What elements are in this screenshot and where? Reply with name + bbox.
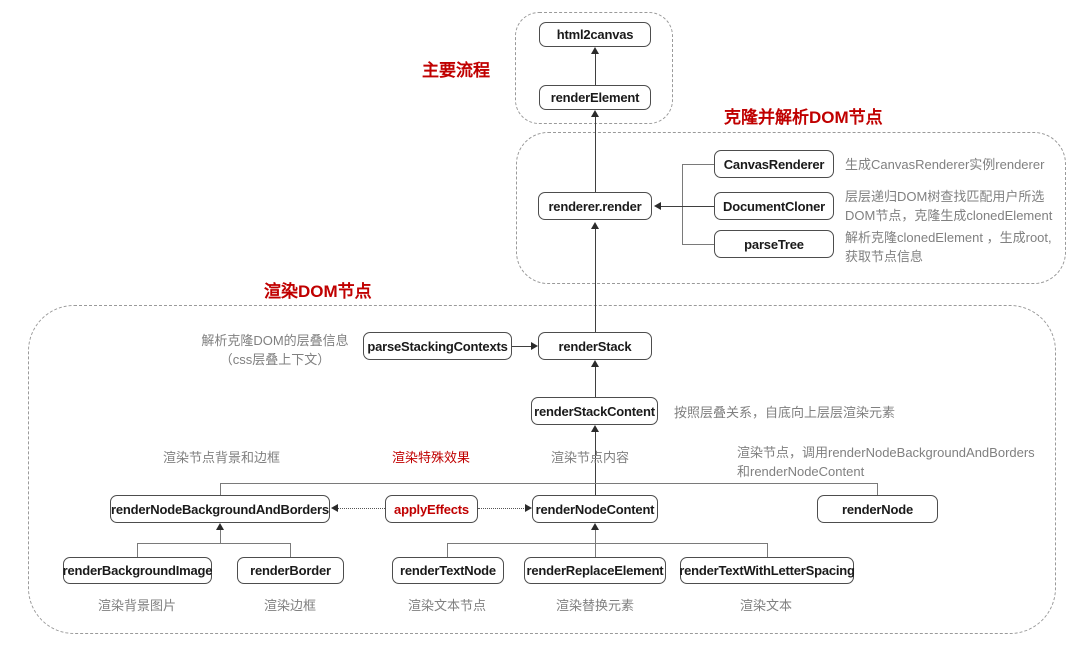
arrowhead-to-html2canvas [591, 47, 599, 54]
arrow-line-renderelement-to-html2canvas [595, 52, 597, 85]
connector-horizontal-mid [220, 483, 877, 485]
node-render-node: renderNode [817, 495, 938, 523]
annotation-document-cloner: 层层递归DOM树查找匹配用户所选 DOM节点，克隆生成clonedElement [845, 187, 1052, 225]
node-document-cloner: DocumentCloner [714, 192, 834, 220]
annotation-stacking-line1: 解析克隆DOM的层叠信息 [201, 333, 349, 348]
heading-clone-parse: 克隆并解析DOM节点 [724, 108, 883, 127]
arrow-line-parsestacking-to-renderstack [512, 346, 532, 348]
main-flow-group-frame [515, 12, 673, 124]
node-render-text-node: renderTextNode [392, 557, 504, 584]
annotation-text-node: 渲染文本节点 [408, 598, 487, 613]
connector-stub-bgborders [220, 483, 222, 495]
node-render-node-content: renderNodeContent [532, 495, 658, 523]
bracket2-stub-textnode [447, 543, 449, 557]
arrowhead-to-renderstack [531, 342, 538, 350]
dotted-line-applyeffects-left [337, 508, 385, 509]
annotation-render-node-line2: 和renderNodeContent [737, 464, 865, 479]
bracket2-stub-letterspacing [767, 543, 769, 557]
annotation-bg-image: 渲染背景图片 [98, 598, 177, 613]
arrowhead-to-renderelement [591, 110, 599, 117]
render-dom-group-frame [28, 305, 1056, 634]
annotation-document-cloner-line1: 层层递归DOM树查找匹配用户所选 [845, 189, 1045, 204]
annotation-replace-element: 渲染替换元素 [556, 598, 635, 613]
node-html2canvas: html2canvas [539, 22, 651, 47]
bracket-canvas-renderer-stub [682, 164, 714, 166]
arrow-line-rendererrender-to-renderelement [595, 115, 597, 192]
node-render-element: renderElement [539, 85, 651, 110]
bracket1-center-line [220, 529, 222, 543]
node-renderer-render: renderer.render [538, 192, 652, 220]
annotation-parse-tree: 解析克隆clonedElement ，生成root, 获取节点信息 [845, 228, 1052, 266]
arrowhead-to-bgborders [331, 504, 338, 512]
arrowhead-to-renderstack-bottom [591, 360, 599, 367]
node-parse-tree: parseTree [714, 230, 834, 258]
node-render-border: renderBorder [237, 557, 344, 584]
clone-parse-group-frame [516, 132, 1066, 284]
node-parse-stacking-contexts: parseStackingContexts [363, 332, 512, 360]
bracket2-horizontal [447, 543, 767, 545]
arrow-line-stackcontent-to-renderstack [595, 365, 597, 397]
annotation-node-content: 渲染节点内容 [551, 450, 630, 465]
bracket1-stub-border [290, 543, 292, 557]
node-canvas-renderer: CanvasRenderer [714, 150, 834, 178]
bracket-parse-tree-stub [682, 244, 714, 246]
annotation-border: 渲染边框 [264, 598, 317, 613]
annotation-stacking-contexts: 解析克隆DOM的层叠信息 （css层叠上下文） [196, 331, 354, 369]
node-render-text-with-letter-spacing: renderTextWithLetterSpacing [679, 557, 855, 584]
node-apply-effects: applyEffects [385, 495, 478, 523]
connector-stub-rendernode [877, 483, 879, 495]
annotation-render-node-line1: 渲染节点，调用renderNodeBackgroundAndBorders [737, 445, 1035, 460]
node-render-background-image: renderBackgroundImage [63, 557, 213, 584]
annotation-bg-borders: 渲染节点背景和边框 [163, 450, 281, 465]
arrowhead-to-renderer-render-bottom [591, 222, 599, 229]
bracket1-horizontal [137, 543, 290, 545]
node-render-stack-content: renderStackContent [531, 397, 658, 425]
bracket-clone-parse-vertical [682, 164, 684, 244]
arrow-line-renderstack-to-rendererrender [595, 227, 597, 332]
annotation-special-effects: 渲染特殊效果 [392, 450, 471, 465]
node-render-stack: renderStack [538, 332, 652, 360]
dotted-line-applyeffects-right [478, 508, 526, 509]
annotation-document-cloner-line2: DOM节点，克隆生成clonedElement [845, 208, 1053, 223]
node-render-node-bg-borders: renderNodeBackgroundAndBorders [110, 495, 330, 523]
arrow-line-to-renderer-render [660, 206, 714, 208]
annotation-parse-tree-line2: 获取节点信息 [845, 249, 924, 264]
annotation-parse-tree-line1: 解析克隆clonedElement ，生成root, [845, 230, 1052, 245]
annotation-stack-content: 按照层叠关系，自底向上层层渲染元素 [674, 405, 896, 420]
arrow-line-nodecontent-to-stackcontent [595, 431, 597, 495]
arrowhead-to-renderer-render [654, 202, 661, 210]
annotation-render-node: 渲染节点，调用renderNodeBackgroundAndBorders 和r… [737, 443, 1035, 481]
arrowhead-to-stackcontent-bottom [591, 425, 599, 432]
arrowhead-to-nodecontent [525, 504, 532, 512]
heading-main-flow: 主要流程 [422, 61, 490, 80]
heading-render-dom: 渲染DOM节点 [264, 282, 372, 301]
arrowhead-to-bgborders-bottom [216, 523, 224, 530]
annotation-canvas-renderer: 生成CanvasRenderer实例renderer [845, 157, 1045, 172]
annotation-stacking-line2: （css层叠上下文） [219, 352, 331, 367]
annotation-text: 渲染文本 [740, 598, 793, 613]
bracket1-stub-bgimage [137, 543, 139, 557]
arrowhead-to-nodecontent-bottom [591, 523, 599, 530]
node-render-replace-element: renderReplaceElement [524, 557, 666, 584]
